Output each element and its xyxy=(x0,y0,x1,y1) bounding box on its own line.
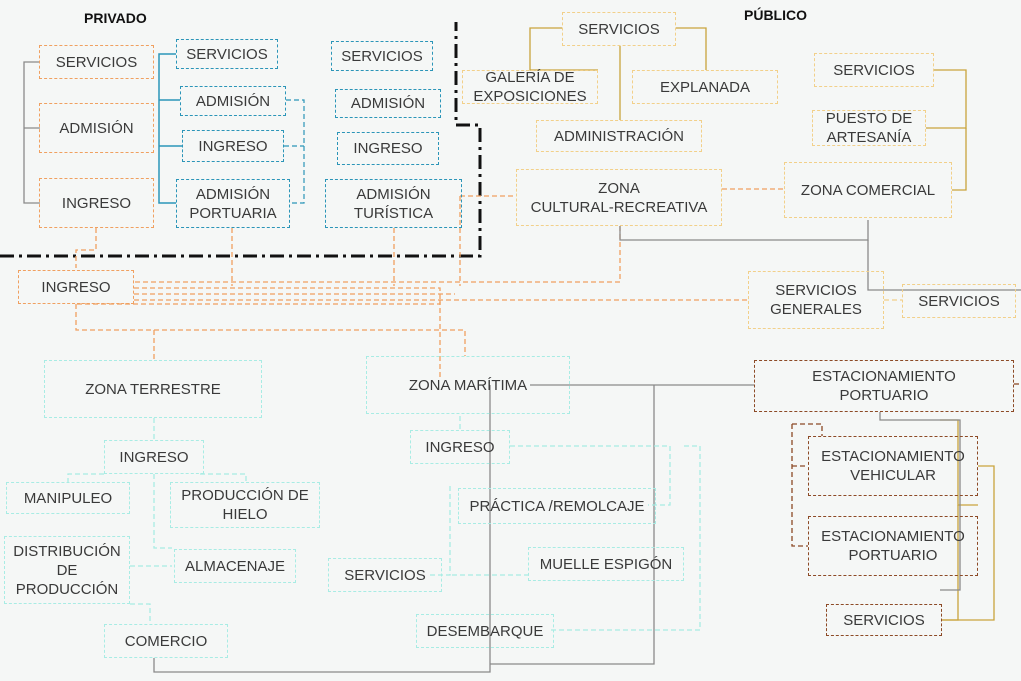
crafts-stall-node: PUESTO DE ARTESANÍA xyxy=(812,110,926,146)
commercial-services-node: SERVICIOS xyxy=(814,53,934,87)
general-services-sub-node: SERVICIOS xyxy=(902,284,1016,318)
land-entry-node: INGRESO xyxy=(104,440,204,474)
tourist-services-node: SERVICIOS xyxy=(331,41,433,71)
esplanade-node: EXPLANADA xyxy=(632,70,778,104)
gallery-node: GALERÍA DE EXPOSICIONES xyxy=(462,69,598,105)
practice-towing-node: PRÁCTICA /REMOLCAJE xyxy=(458,488,656,524)
public-section-label: PÚBLICO xyxy=(744,7,807,23)
port-admission-portuaria-node: ADMISIÓN PORTUARIA xyxy=(176,179,290,228)
commerce-node: COMERCIO xyxy=(104,624,228,658)
storage-node: ALMACENAJE xyxy=(174,549,296,583)
connector-orange-group xyxy=(75,188,784,380)
handling-node: MANIPULEO xyxy=(6,482,130,514)
private-services-node: SERVICIOS xyxy=(39,45,154,79)
landing-node: DESEMBARQUE xyxy=(416,614,554,648)
port-services-node: SERVICIOS xyxy=(176,39,278,69)
private-public-divider xyxy=(0,22,482,258)
general-services-node: SERVICIOS GENERALES xyxy=(748,271,884,329)
tourist-entry-node: INGRESO xyxy=(337,132,439,165)
connector-private-col2 xyxy=(158,53,182,204)
parking-services-node: SERVICIOS xyxy=(826,604,942,636)
main-entry-node: INGRESO xyxy=(18,270,134,304)
port-parking-node: ESTACIONAMIENTO PORTUARIO xyxy=(754,360,1014,412)
maritime-services-node: SERVICIOS xyxy=(328,558,442,592)
private-admission-node: ADMISIÓN xyxy=(39,103,154,153)
connector-private-col2-right xyxy=(284,99,305,204)
cultural-services-node: SERVICIOS xyxy=(562,12,676,46)
tourist-admission-turistica-node: ADMISIÓN TURÍSTICA xyxy=(325,179,462,228)
maritime-zone-node: ZONA MARÍTIMA xyxy=(366,356,570,414)
commercial-zone-node: ZONA COMERCIAL xyxy=(784,162,952,218)
pier-node: MUELLE ESPIGÓN xyxy=(528,547,684,581)
port-entry-node: INGRESO xyxy=(182,130,284,162)
connector-private-col1 xyxy=(23,61,40,204)
cultural-zone-node: ZONA CULTURAL-RECREATIVA xyxy=(516,169,722,226)
ice-production-node: PRODUCCIÓN DE HIELO xyxy=(170,482,320,528)
private-section-label: PRIVADO xyxy=(84,10,147,26)
vehicular-parking-node: ESTACIONAMIENTO VEHICULAR xyxy=(808,436,978,496)
distribution-node: DISTRIBUCIÓN DE PRODUCCIÓN xyxy=(4,536,130,604)
port-admission-node: ADMISIÓN xyxy=(180,86,286,116)
tourist-admission-node: ADMISIÓN xyxy=(335,89,441,118)
connector-teal-group xyxy=(67,416,701,631)
connector-gray-group xyxy=(153,220,1021,673)
maritime-entry-node: INGRESO xyxy=(410,430,510,464)
connector-brown-group xyxy=(791,383,1021,547)
port-parking-2-node: ESTACIONAMIENTO PORTUARIO xyxy=(808,516,978,576)
private-entry-node: INGRESO xyxy=(39,178,154,228)
land-zone-node: ZONA TERRESTRE xyxy=(44,360,262,418)
administration-node: ADMINISTRACIÓN xyxy=(536,120,702,152)
